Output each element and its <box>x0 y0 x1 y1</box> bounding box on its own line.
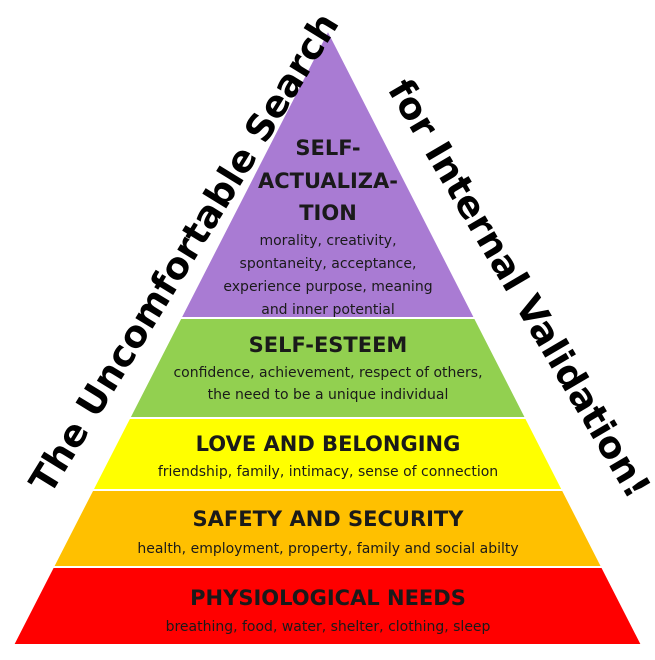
tier-0-description: spontaneity, acceptance, <box>240 256 417 272</box>
tier-1-title: SELF-ESTEEM <box>249 333 408 357</box>
tier-2-description: friendship, family, intimacy, sense of c… <box>158 464 498 480</box>
tier-4-shape <box>11 566 644 646</box>
tier-1-description: the need to be a unique individual <box>208 387 449 403</box>
pyramid-tiers: SELF- ACTUALIZA- TION morality, creativity,… <box>11 27 644 646</box>
tier-3-title: SAFETY AND SECURITY <box>193 507 465 531</box>
tier-1-description: confidence, achievement, respect of othe… <box>173 365 482 381</box>
tier-0-title: ACTUALIZA- <box>258 169 398 193</box>
tier-4-description: breathing, food, water, shelter, clothin… <box>166 619 491 635</box>
tier-0-title: TION <box>299 201 357 225</box>
tier-0-description: experience purpose, meaning <box>223 279 432 295</box>
tier-0-title: SELF- <box>295 136 360 160</box>
tier-0-description: and inner potential <box>261 302 395 318</box>
tier-0-description: morality, creativity, <box>259 233 396 249</box>
tier-3-description: health, employment, property, family and… <box>137 541 518 557</box>
tier-2-title: LOVE AND BELONGING <box>196 432 461 456</box>
tier-4-title: PHYSIOLOGICAL NEEDS <box>190 586 466 610</box>
